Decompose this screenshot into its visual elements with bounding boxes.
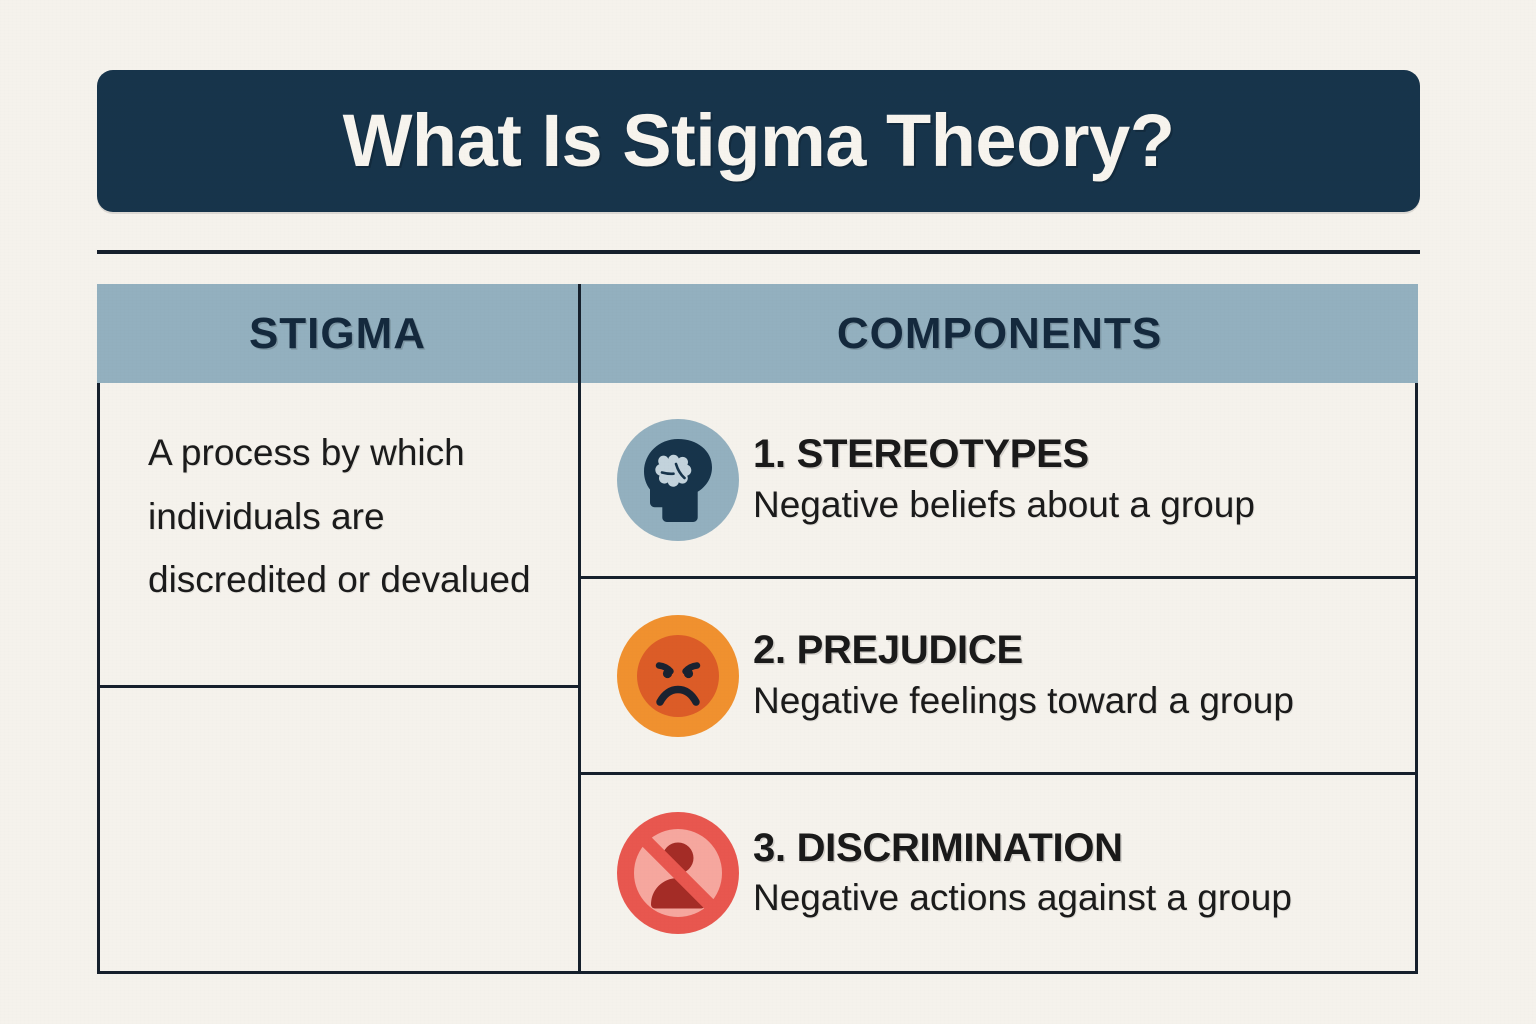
no-person-icon bbox=[609, 810, 747, 936]
component-row-discrimination: 3. DISCRIMINATION Negative actions again… bbox=[581, 775, 1415, 971]
component-title: 2. PREJUDICE bbox=[753, 628, 1023, 673]
header-divider-rule bbox=[97, 250, 1420, 254]
stigma-definition-cell: A process by which individuals are discr… bbox=[100, 383, 578, 688]
component-description: Negative beliefs about a group bbox=[753, 483, 1255, 525]
page-title: What Is Stigma Theory? bbox=[342, 99, 1175, 182]
table-header-row: STIGMA COMPONENTS bbox=[97, 284, 1418, 383]
component-description: Negative actions against a group bbox=[753, 877, 1292, 919]
column-header-label-stigma: STIGMA bbox=[248, 308, 427, 358]
table-header-cell-components: COMPONENTS bbox=[581, 284, 1418, 383]
component-title: 1. STEREOTYPES bbox=[753, 432, 1089, 477]
title-banner: What Is Stigma Theory? bbox=[97, 70, 1420, 212]
stigma-empty-cell bbox=[100, 688, 578, 971]
head-brain-icon bbox=[609, 417, 747, 543]
component-description: Negative feelings toward a group bbox=[753, 679, 1294, 721]
table-header-cell-stigma: STIGMA bbox=[97, 284, 581, 383]
component-title: 3. DISCRIMINATION bbox=[753, 825, 1123, 870]
component-text-discrimination: 3. DISCRIMINATION Negative actions again… bbox=[747, 826, 1415, 921]
stigma-column: A process by which individuals are discr… bbox=[100, 383, 581, 971]
stigma-theory-table: STIGMA COMPONENTS A process by which ind… bbox=[97, 284, 1418, 974]
component-row-prejudice: 2. PREJUDICE Negative feelings toward a … bbox=[581, 579, 1415, 775]
table-body: A process by which individuals are discr… bbox=[97, 383, 1418, 974]
component-row-stereotypes: 1. STEREOTYPES Negative beliefs about a … bbox=[581, 383, 1415, 579]
angry-face-icon bbox=[609, 613, 747, 739]
column-header-label-components: COMPONENTS bbox=[836, 308, 1163, 358]
component-text-stereotypes: 1. STEREOTYPES Negative beliefs about a … bbox=[747, 432, 1415, 527]
stigma-definition-text: A process by which individuals are discr… bbox=[148, 432, 531, 601]
components-column: 1. STEREOTYPES Negative beliefs about a … bbox=[581, 383, 1415, 971]
component-text-prejudice: 2. PREJUDICE Negative feelings toward a … bbox=[747, 628, 1415, 723]
